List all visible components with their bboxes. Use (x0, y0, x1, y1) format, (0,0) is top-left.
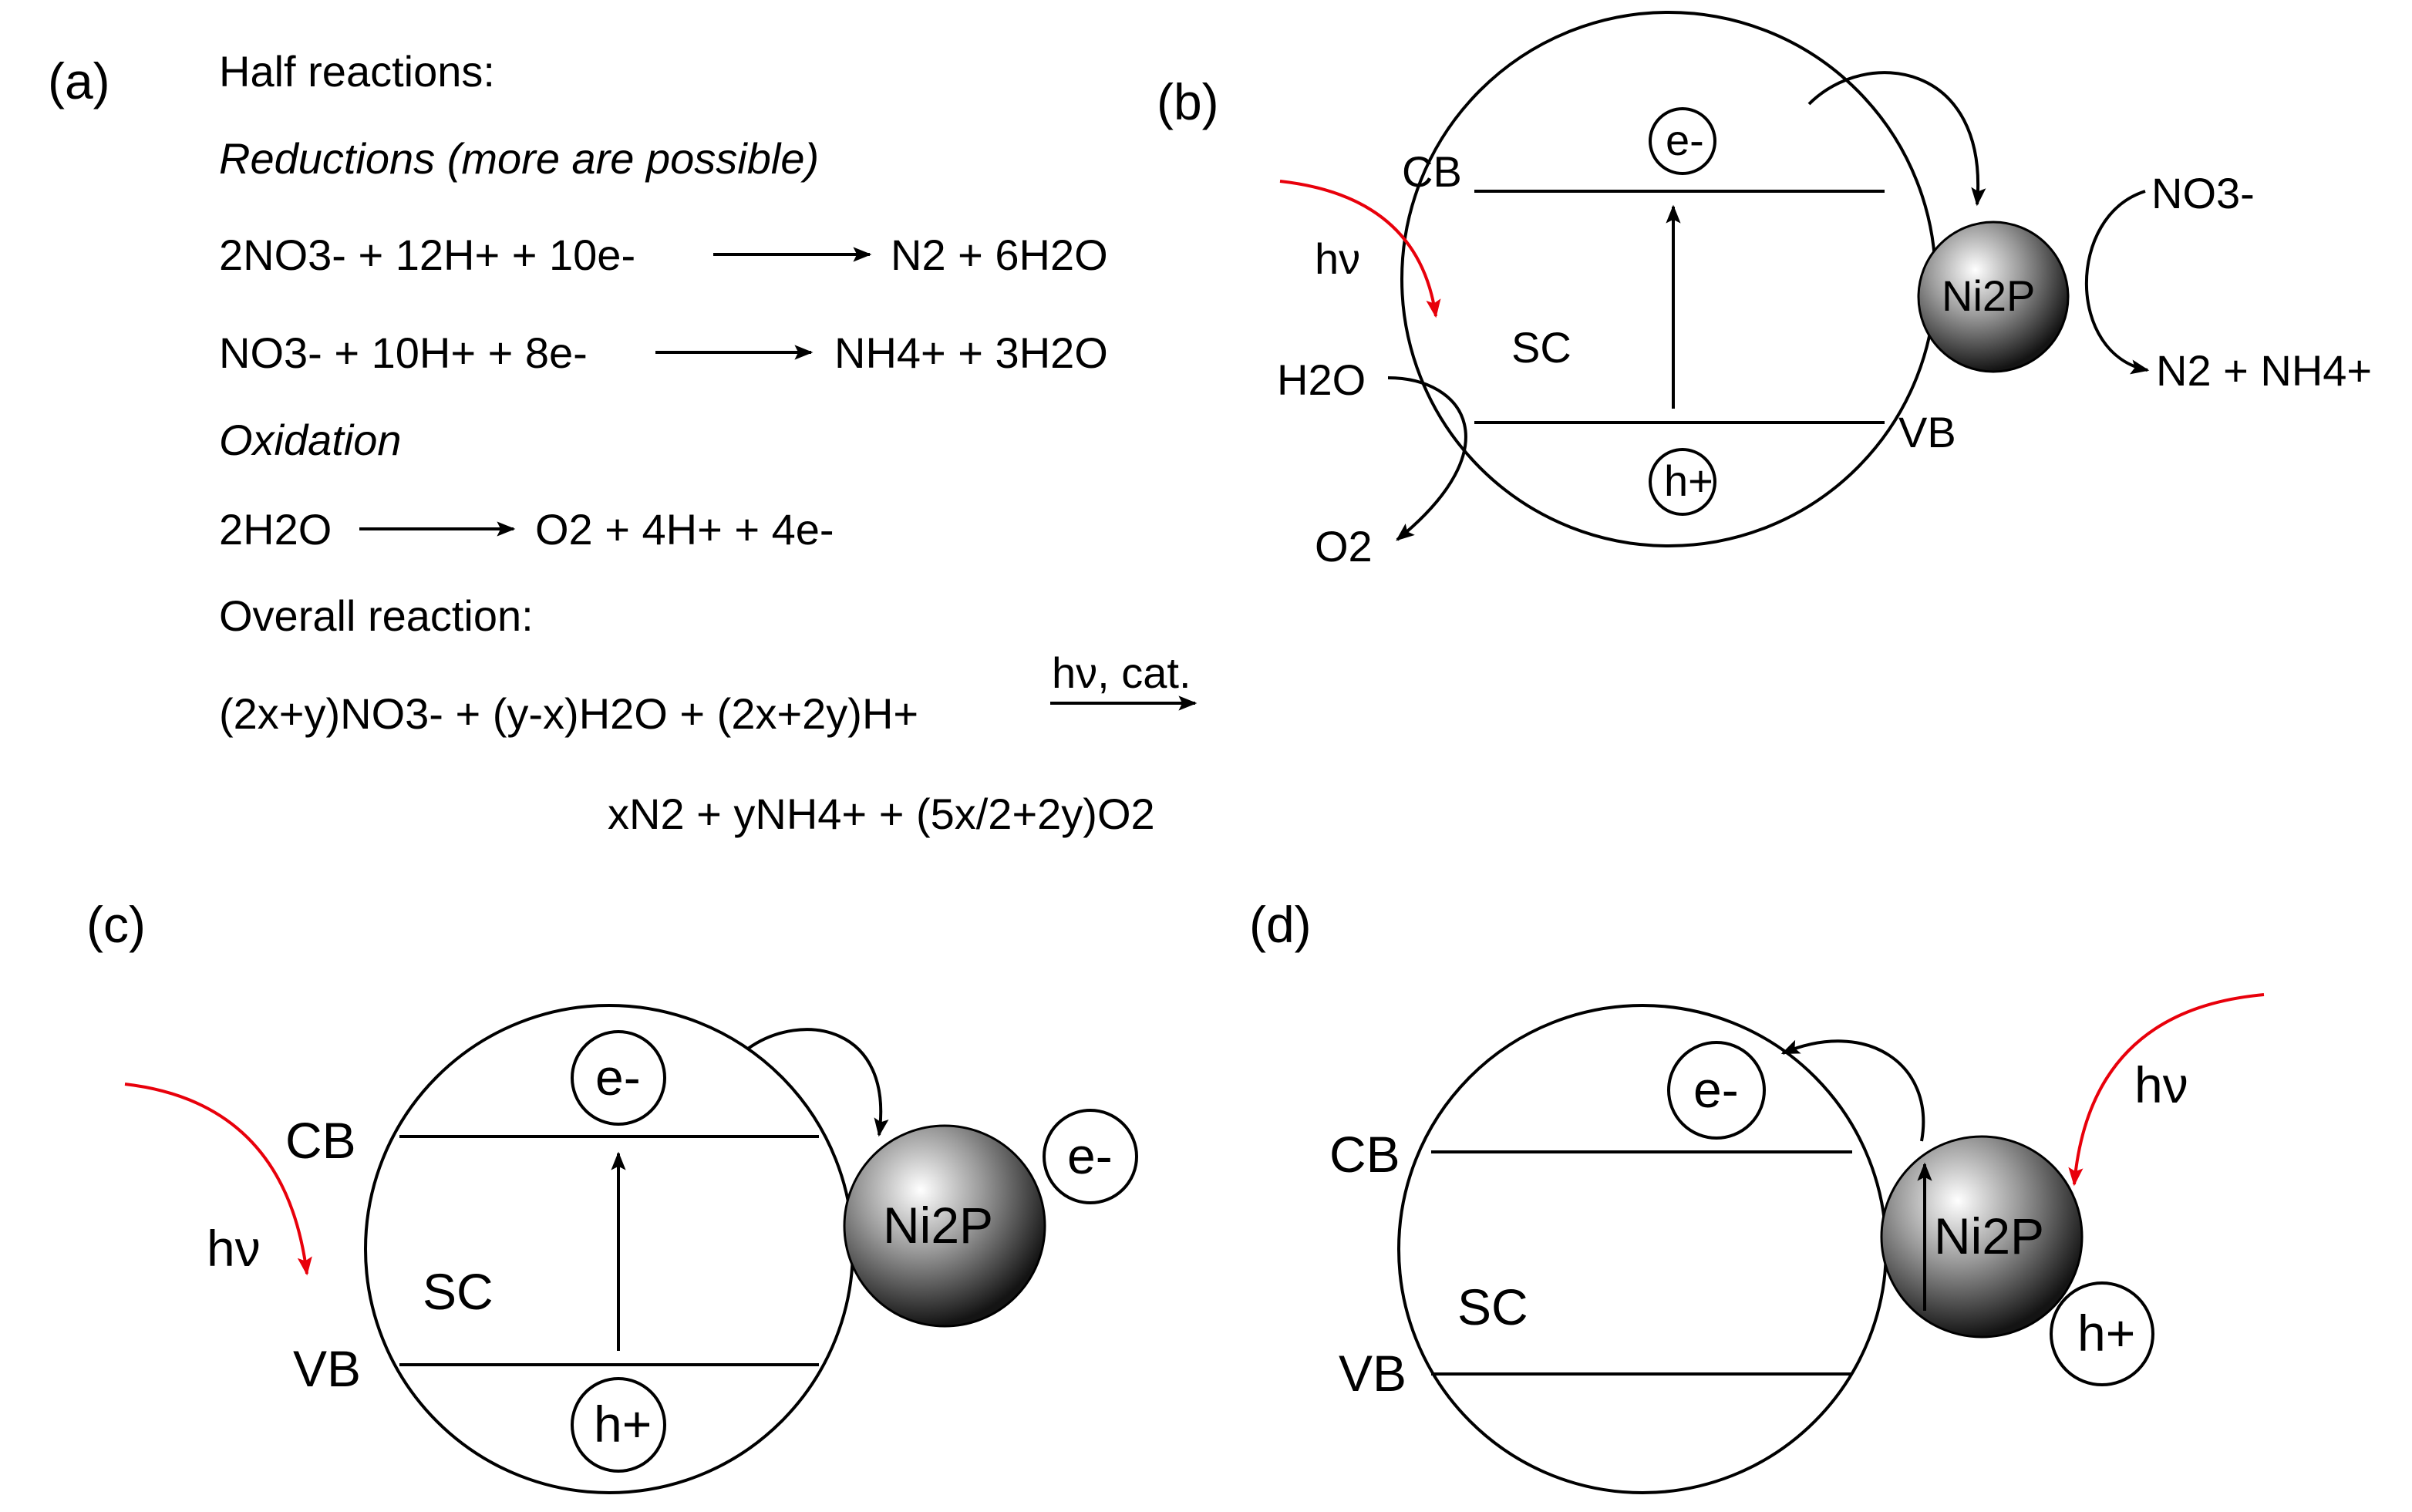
vb-label: VB (1339, 1345, 1406, 1402)
electron-transfer-arrow (746, 1028, 889, 1137)
semiconductor-particle (1397, 1004, 1888, 1494)
panel-d-label: (d) (1249, 896, 1312, 953)
ni2p-sphere (843, 1124, 1046, 1328)
catalyst-electron-label: e- (1067, 1127, 1113, 1184)
cb-label: CB (1402, 147, 1462, 196)
eq1-left: 2NO3- + 12H+ + 10e- (219, 231, 635, 279)
electron-back-transfer-arrow (1780, 1039, 1925, 1142)
equation-nitrate-to-ammonium: NO3- + 10H+ + 8e- NH4+ + 3H2O (219, 328, 1108, 377)
panel-d: (d) CB VB SC e- hν Ni2P h+ (1249, 896, 2265, 1494)
ni2p-sphere (1880, 1135, 2084, 1339)
electron-circle (1667, 1041, 1766, 1140)
ni2p-label: Ni2P (883, 1197, 993, 1254)
light-arrow (1279, 180, 1441, 318)
water-label: H2O (1277, 355, 1366, 404)
water-oxidation-arrow (1387, 376, 1467, 541)
panel-a-label: (a) (48, 52, 110, 109)
eq2-right: NH4+ + 3H2O (834, 328, 1108, 377)
hv-label: hν (1315, 234, 1360, 283)
electron-transfer-arrow (1807, 71, 1986, 207)
catalyst-hole-label: h+ (2077, 1305, 2135, 1362)
vb-label: VB (1898, 408, 1956, 456)
catalyst-electron-circle (1043, 1109, 1138, 1204)
equation-water-oxidation: 2H2O O2 + 4H+ + 4e- (219, 505, 834, 554)
electron-label: e- (1693, 1061, 1739, 1118)
panel-b-label: (b) (1157, 73, 1219, 130)
half-reactions-title: Half reactions: (219, 47, 495, 96)
cb-label: CB (285, 1112, 356, 1169)
sc-label: SC (1457, 1278, 1528, 1335)
reductions-title: Reductions (more are possible) (219, 134, 819, 183)
hv-label: hν (2134, 1056, 2188, 1113)
vb-label: VB (293, 1340, 361, 1397)
light-arrow (124, 1083, 312, 1276)
ni2p-label: Ni2P (1934, 1207, 2044, 1264)
hole-label: h+ (1664, 456, 1713, 505)
panel-c: (c) CB VB SC e- h+ hν Ni2P e- (86, 896, 1138, 1494)
panel-a: (a) Half reactions: Reductions (more are… (48, 47, 1198, 838)
ni2p-sphere (1917, 221, 2070, 373)
electron-label: e- (1666, 116, 1704, 164)
ni2p-label: Ni2P (1942, 271, 2035, 320)
hv-label: hν (207, 1220, 261, 1277)
panel-b: (b) CB VB SC e- h+ hν Ni2P NO3- N2 + NH4… (1157, 11, 2372, 571)
electron-circle (1649, 107, 1716, 175)
sc-label: SC (423, 1263, 494, 1320)
eq4-left: (2x+y)NO3- + (y-x)H2O + (2x+2y)H+ (219, 689, 918, 738)
products-label: N2 + NH4+ (2156, 346, 2372, 395)
electron-circle (571, 1030, 666, 1126)
light-arrow (2068, 993, 2265, 1187)
eq4-right: xN2 + yNH4+ + (5x/2+2y)O2 (608, 790, 1155, 838)
sc-label: SC (1511, 323, 1572, 372)
overall-title: Overall reaction: (219, 591, 534, 640)
equation-overall: (2x+y)NO3- + (y-x)H2O + (2x+2y)H+ hν, ca… (219, 648, 1198, 838)
equation-nitrate-to-nitrogen: 2NO3- + 12H+ + 10e- N2 + 6H2O (219, 231, 1108, 279)
eq2-left: NO3- + 10H+ + 8e- (219, 328, 588, 377)
nitrate-label: NO3- (2151, 169, 2255, 217)
electron-label: e- (595, 1049, 641, 1106)
hole-circle (1649, 448, 1716, 516)
eq3-right: O2 + 4H+ + 4e- (535, 505, 834, 554)
oxidation-title: Oxidation (219, 416, 402, 464)
panel-c-label: (c) (86, 896, 146, 953)
cb-label: CB (1329, 1126, 1400, 1183)
nitrate-reduction-arrow (2084, 190, 2150, 375)
eq1-right: N2 + 6H2O (891, 231, 1108, 279)
oxygen-label: O2 (1315, 522, 1373, 571)
overall-arrow-label: hν, cat. (1052, 648, 1191, 697)
hole-circle (571, 1377, 666, 1473)
hole-label: h+ (594, 1396, 652, 1453)
catalyst-hole-circle (2050, 1281, 2154, 1386)
eq3-left: 2H2O (219, 505, 332, 554)
